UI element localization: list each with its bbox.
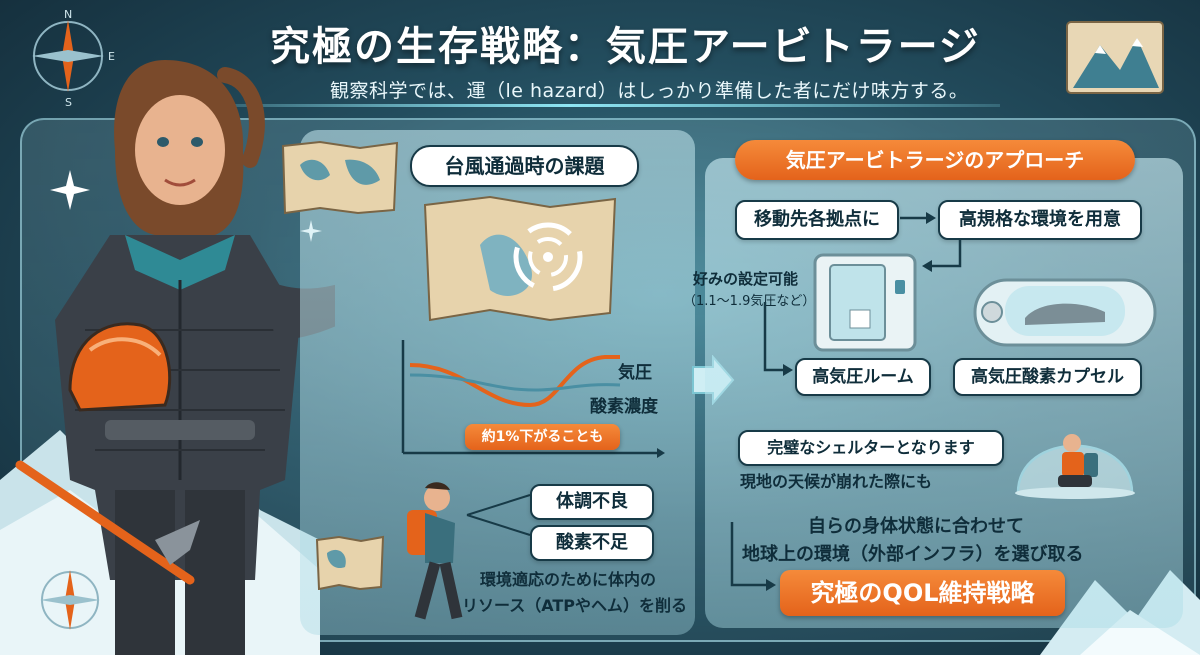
arrow-right-small-icon [900,212,936,224]
ice-axe-icon [15,460,200,585]
map-icon [281,140,399,215]
oxygen-label: 酸素濃度 [590,397,658,417]
explanation-line-2: リソース（ATPやヘム）を削る [462,596,687,615]
capsule-label-box: 高気圧酸素カプセル [953,358,1142,396]
conclusion-badge: 究極のQOL維持戦略 [780,570,1065,616]
page-title: 究極の生存戦略：気圧アービトラージ [270,24,981,70]
compass-north: N [64,8,72,21]
mountain-icon [1066,21,1164,94]
typhoon-icon [513,222,583,292]
pressure-room-icon [813,253,917,352]
oxygen-capsule-icon [973,278,1157,347]
shelter-subtext: 現地の天候が崩れた際にも [740,472,933,491]
left-panel-heading: 台風通過時の課題 [410,145,639,187]
typhoon-map-icon [423,195,617,322]
choice-line-1: 自らの身体状態に合わせて [808,516,1024,537]
pressure-label: 気圧 [618,363,652,383]
compass-east: E [108,50,115,63]
symptom-badge: 体調不良 [530,484,654,520]
sparkle-icon [50,170,90,210]
pressure-chart [401,340,665,458]
drop-note-badge: 約1%下がることも [465,424,620,450]
step-environment-box: 高規格な環境を用意 [938,200,1142,240]
dome-shelter-icon [1015,434,1135,499]
compass-south: S [65,96,72,106]
pressure-curve [409,355,620,408]
arrow-to-conclusion-icon [730,522,776,591]
compass-small-icon [40,570,100,630]
symptom-badge: 酸素不足 [530,525,654,561]
arrow-down-right-icon [763,302,793,376]
step-location-box: 移動先各拠点に [735,200,899,240]
title-underline [140,104,1000,107]
shelter-box: 完璧なシェルターとなります [738,430,1004,466]
explanation-line-1: 環境適応のために体内の [480,570,657,589]
setting-label: 好みの設定可能 [693,270,799,288]
tired-hiker-illustration [407,482,463,620]
map-small-icon [315,535,385,590]
arrow-down-left-icon [922,238,962,272]
page-subtitle: 観察科学では、運（le hazard）はしっかり準備した者にだけ味方する。 [330,80,969,102]
room-label-box: 高気圧ルーム [795,358,931,396]
right-panel-heading: 気圧アービトラージのアプローチ [735,140,1135,180]
oxygen-curve [409,373,621,392]
header: 究極の生存戦略：気圧アービトラージ 観察科学では、運（le hazard）はしっ… [170,10,1000,110]
choice-line-2: 地球上の環境（外部インフラ）を選び取る [742,544,1084,565]
setting-range: （1.1〜1.9気圧など） [683,294,816,309]
connector-lines [466,494,531,536]
helmet-icon [68,322,172,412]
compass-icon: N S E [32,8,115,106]
